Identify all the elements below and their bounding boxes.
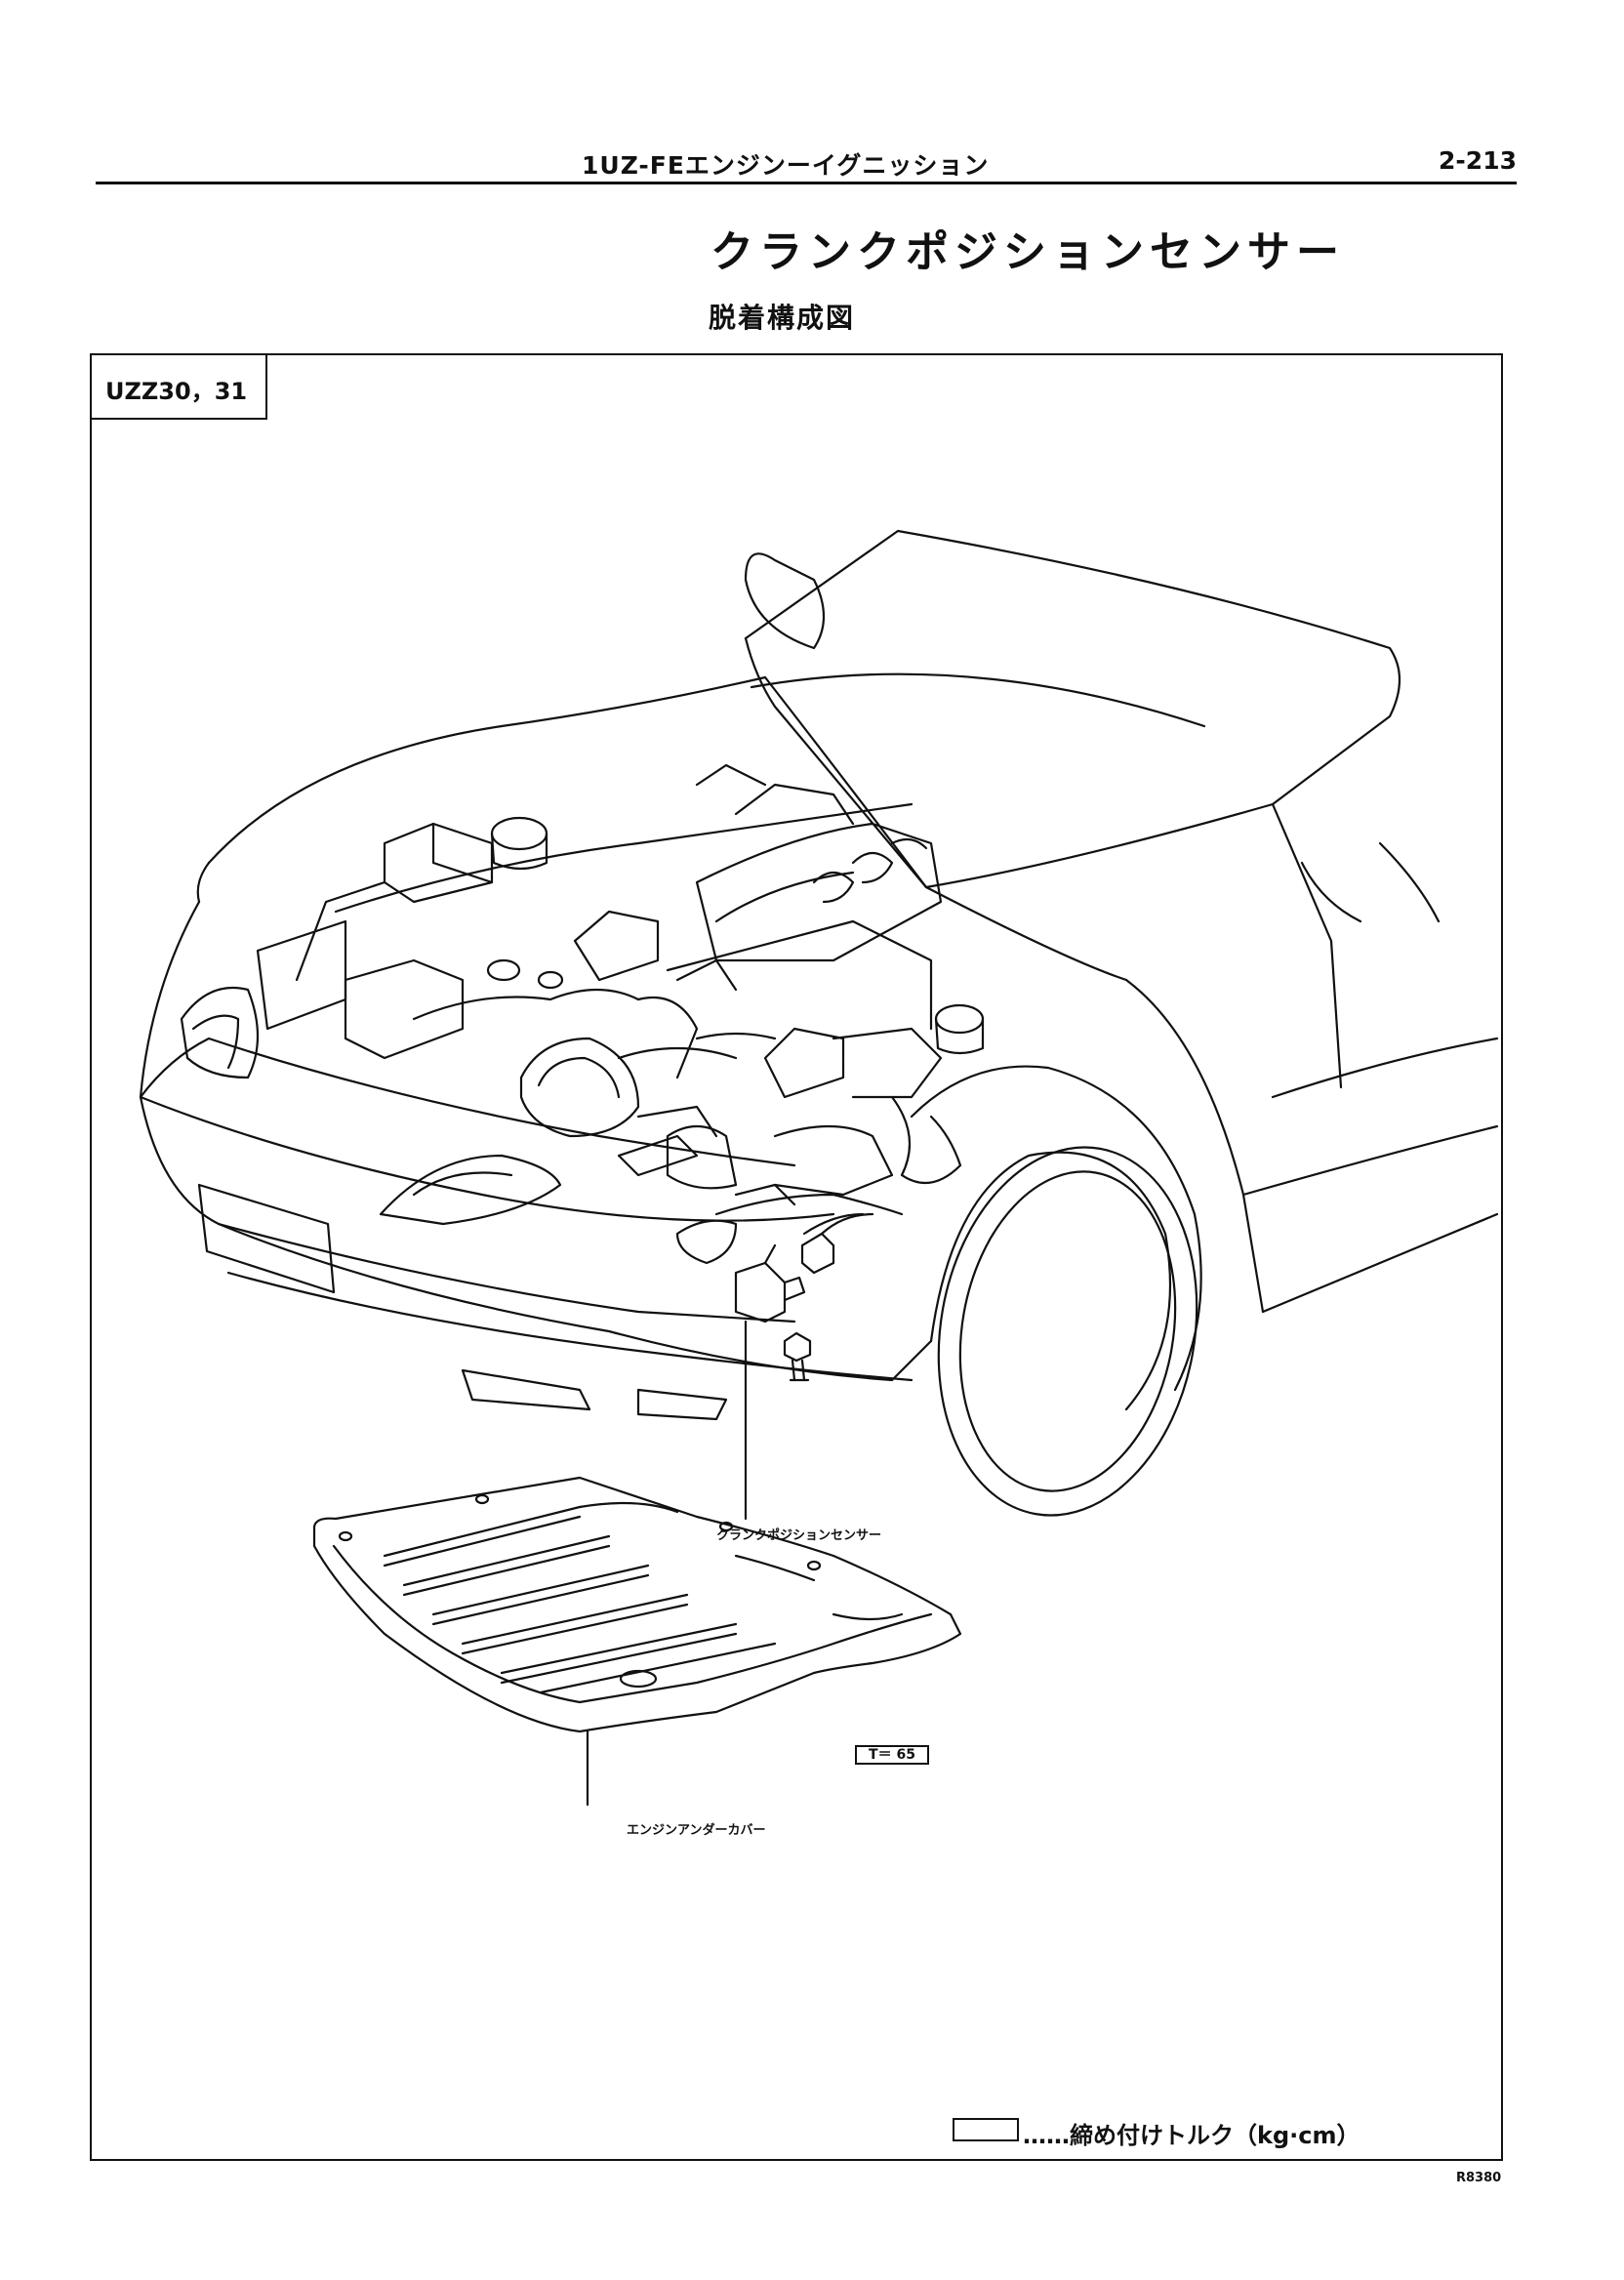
figure-code: R8380: [1456, 2171, 1502, 2185]
section-subtitle: 脱着構成図: [709, 302, 856, 334]
section-title: クランクポジションセンサー: [710, 227, 1345, 277]
page-header: 1UZ-FEエンジンーイグニッション 2-213: [96, 146, 1517, 180]
header-rule: [96, 182, 1517, 184]
torque-value-box: T＝ 65: [855, 1745, 929, 1765]
model-code-tab: UZZ30，31: [92, 355, 267, 420]
diagram-frame: UZZ30，31 クランクポジションセンサー エンジンアンダーカバー T＝ 65: [90, 353, 1503, 2161]
crank-sensor-label: クランクポジションセンサー: [716, 1528, 882, 1543]
page-number: 2-213: [1439, 146, 1517, 175]
under-cover-label: エンジンアンダーカバー: [627, 1823, 766, 1838]
torque-legend-swatch: [953, 2118, 1019, 2141]
running-title: 1UZ-FEエンジンーイグニッション: [582, 151, 990, 180]
torque-legend-text: ……締め付けトルク（kg·cm）: [1023, 2122, 1360, 2149]
car-front-illustration: [139, 529, 1499, 1807]
